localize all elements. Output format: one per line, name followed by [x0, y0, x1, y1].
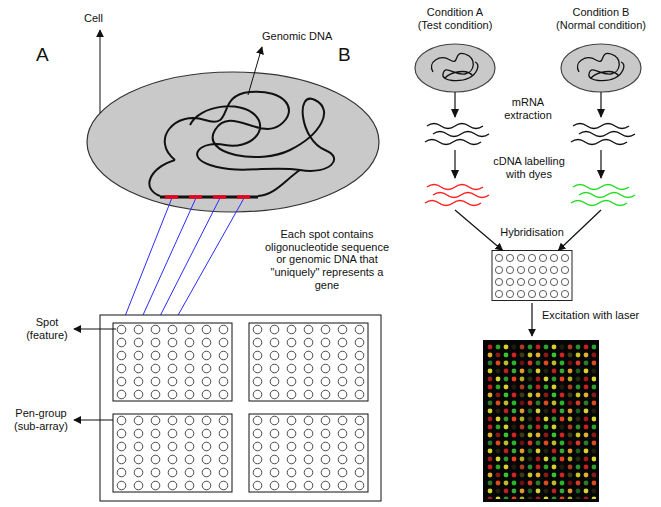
sub-array — [113, 323, 232, 401]
genomic-dna — [149, 160, 300, 196]
spot — [517, 254, 524, 261]
spot — [495, 254, 502, 261]
cell-body — [415, 44, 495, 92]
microarray-slide — [492, 251, 572, 301]
cell-shape — [551, 42, 651, 94]
illustration-part — [579, 193, 635, 198]
illustration-part — [573, 124, 629, 129]
step-label: Excitation with laser — [542, 309, 661, 322]
illustration-part — [579, 132, 635, 137]
spot — [506, 278, 513, 285]
cell-body — [87, 72, 379, 212]
step-label: mRNA extraction — [500, 96, 556, 121]
spot — [506, 254, 513, 261]
green-cdna — [571, 185, 635, 206]
gene-segment — [237, 195, 250, 198]
callout-label: Spot (feature) — [22, 316, 72, 341]
spot — [517, 290, 524, 297]
microarray-slide — [100, 315, 381, 501]
callout-label: Cell — [84, 12, 124, 25]
spot — [550, 278, 557, 285]
spot — [561, 254, 568, 261]
genomic-dna — [165, 92, 334, 171]
cell-body — [561, 44, 641, 92]
spot — [528, 278, 535, 285]
spot — [528, 266, 535, 273]
scan-image — [483, 340, 599, 502]
leader-line — [74, 329, 116, 330]
leader-line — [248, 47, 262, 95]
callout-label: Genomic DNA — [262, 30, 352, 43]
illustration-part — [427, 124, 483, 129]
spot — [539, 254, 546, 261]
mapping-arrow — [122, 199, 172, 325]
illustration-part — [425, 140, 481, 145]
spot — [550, 290, 557, 297]
callout-label: Pen-group (sub-array) — [10, 407, 72, 432]
arrow-head — [597, 109, 605, 118]
sub-array — [113, 414, 232, 492]
gene-segment — [165, 195, 178, 198]
illustration-part — [573, 185, 629, 190]
dna-strand — [160, 196, 258, 199]
spot — [495, 278, 502, 285]
process-arrow — [531, 303, 532, 336]
genomic-dna — [577, 53, 623, 80]
spot — [539, 290, 546, 297]
arrow-head — [451, 170, 459, 179]
note-text: Each spot contains oligonucleotide seque… — [262, 228, 392, 291]
spot — [517, 266, 524, 273]
illustration-part — [427, 185, 483, 190]
node-heading: Condition A (Test condition) — [415, 6, 495, 31]
node-heading: Condition B (Normal condition) — [555, 6, 648, 31]
illustration-part — [433, 193, 489, 198]
spot — [528, 254, 535, 261]
illustration-part — [425, 201, 481, 206]
step-label: cDNA labelling with dyes — [490, 155, 568, 180]
spot — [528, 290, 535, 297]
red-cdna — [425, 185, 489, 206]
spot — [561, 290, 568, 297]
spot — [539, 278, 546, 285]
illustration-part — [571, 140, 627, 145]
spot — [517, 278, 524, 285]
sub-array — [249, 323, 368, 401]
mapping-arrow — [173, 199, 244, 325]
leader-line — [100, 30, 101, 113]
gene-segment — [213, 195, 226, 198]
scan-spots — [486, 343, 596, 499]
spot — [561, 278, 568, 285]
cell-shape — [405, 42, 505, 94]
illustration-part — [571, 201, 627, 206]
spot — [495, 290, 502, 297]
mrna-strands — [425, 124, 635, 145]
leader-line — [74, 420, 113, 421]
mapping-arrow — [156, 199, 220, 325]
flow-arrow — [455, 92, 503, 251]
spot — [550, 254, 557, 261]
cell-node: Condition A (Test condition) — [405, 6, 505, 94]
spot — [550, 266, 557, 273]
spot — [506, 290, 513, 297]
spot — [561, 266, 568, 273]
flow-arrow — [558, 92, 601, 251]
cell-node: Condition B (Normal condition) — [551, 6, 651, 94]
genomic-dna — [431, 53, 477, 80]
spot — [495, 266, 502, 273]
microarray-node: Hybridisation — [478, 226, 586, 302]
gene-segment — [189, 195, 202, 198]
arrow-head — [451, 109, 459, 118]
illustration-part — [433, 132, 489, 137]
spot — [506, 266, 513, 273]
array-shape — [478, 250, 586, 302]
node-heading: Hybridisation — [482, 226, 582, 239]
spot — [539, 266, 546, 273]
panel-letter: A — [36, 44, 66, 66]
panel-letter: B — [338, 44, 368, 66]
sub-array — [249, 414, 368, 492]
arrow-head — [597, 170, 605, 179]
